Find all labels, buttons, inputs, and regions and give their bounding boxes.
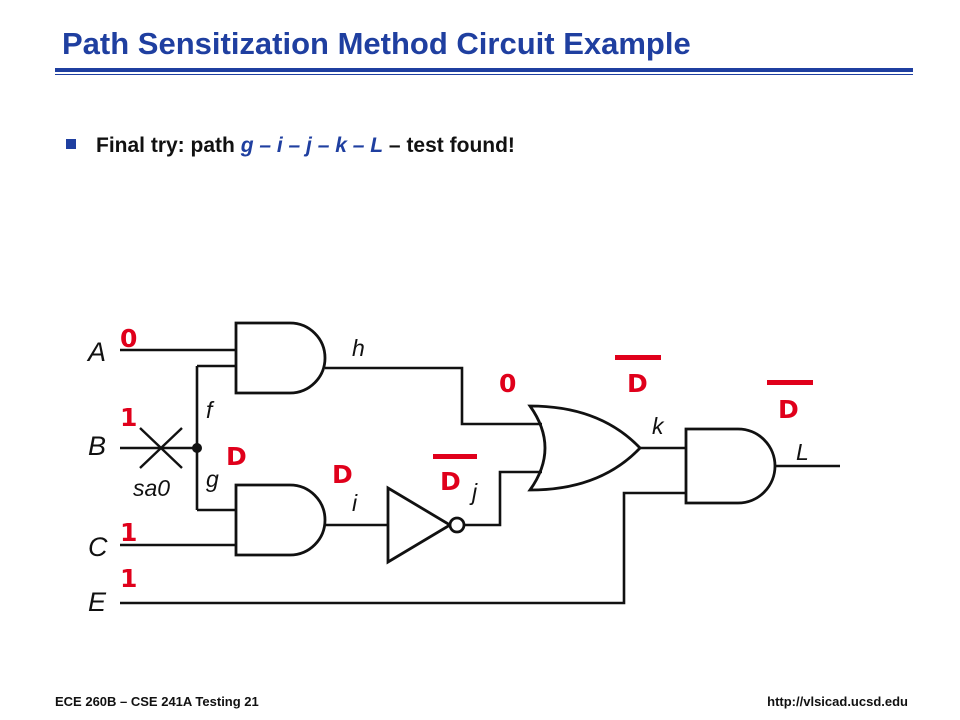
value-L: D (778, 395, 799, 424)
footer-url: http://vlsicad.ucsd.edu (767, 694, 908, 709)
fault-x-icon (139, 427, 183, 469)
label-j: j (469, 479, 478, 505)
bullet-suffix: – test found! (383, 134, 515, 157)
value-k: D (627, 369, 648, 398)
label-g: g (206, 466, 219, 492)
title-underline-thin (55, 74, 913, 75)
label-k: k (652, 413, 665, 439)
junction-dot (192, 443, 202, 453)
inverter-bubble (448, 516, 466, 534)
value-h-or: 0 (499, 369, 516, 398)
value-j: D (440, 467, 461, 496)
overbar-j (433, 454, 477, 459)
value-E: 1 (120, 564, 137, 593)
value-C: 1 (120, 518, 137, 547)
bullet-prefix: Final try: path (96, 134, 241, 157)
inverter-gate (386, 485, 453, 565)
bullet-path: g – i – j – k – L (240, 134, 384, 157)
label-E: E (88, 587, 107, 617)
value-B: 1 (120, 403, 137, 432)
slide-title: Path Sensitization Method Circuit Exampl… (62, 26, 691, 61)
label-C: C (88, 532, 108, 562)
and-gate-L (684, 427, 777, 505)
label-L: L (796, 439, 809, 465)
and-gate-h (234, 321, 327, 395)
wire-B-fanout (120, 364, 236, 512)
wire-h (325, 366, 542, 426)
label-sa0: sa0 (133, 475, 170, 501)
value-i: D (332, 460, 353, 489)
value-g: D (226, 442, 247, 471)
overbar-L (767, 380, 813, 385)
label-h: h (352, 335, 365, 361)
wire-j (464, 470, 542, 527)
bullet-square-icon (66, 139, 76, 149)
and-gate-i (234, 483, 327, 557)
wire-E (120, 491, 686, 605)
or-gate-k (527, 404, 642, 492)
footer-course: ECE 260B – CSE 241A Testing 21 (55, 694, 259, 709)
title-underline (55, 68, 913, 72)
label-B: B (88, 431, 106, 461)
label-i: i (352, 490, 358, 516)
value-A: 0 (120, 324, 137, 353)
label-f: f (206, 397, 215, 423)
label-A: A (86, 337, 106, 367)
bullet-text: Final try: path g – i – j – k – L – test… (96, 134, 515, 158)
overbar-k (615, 355, 661, 360)
